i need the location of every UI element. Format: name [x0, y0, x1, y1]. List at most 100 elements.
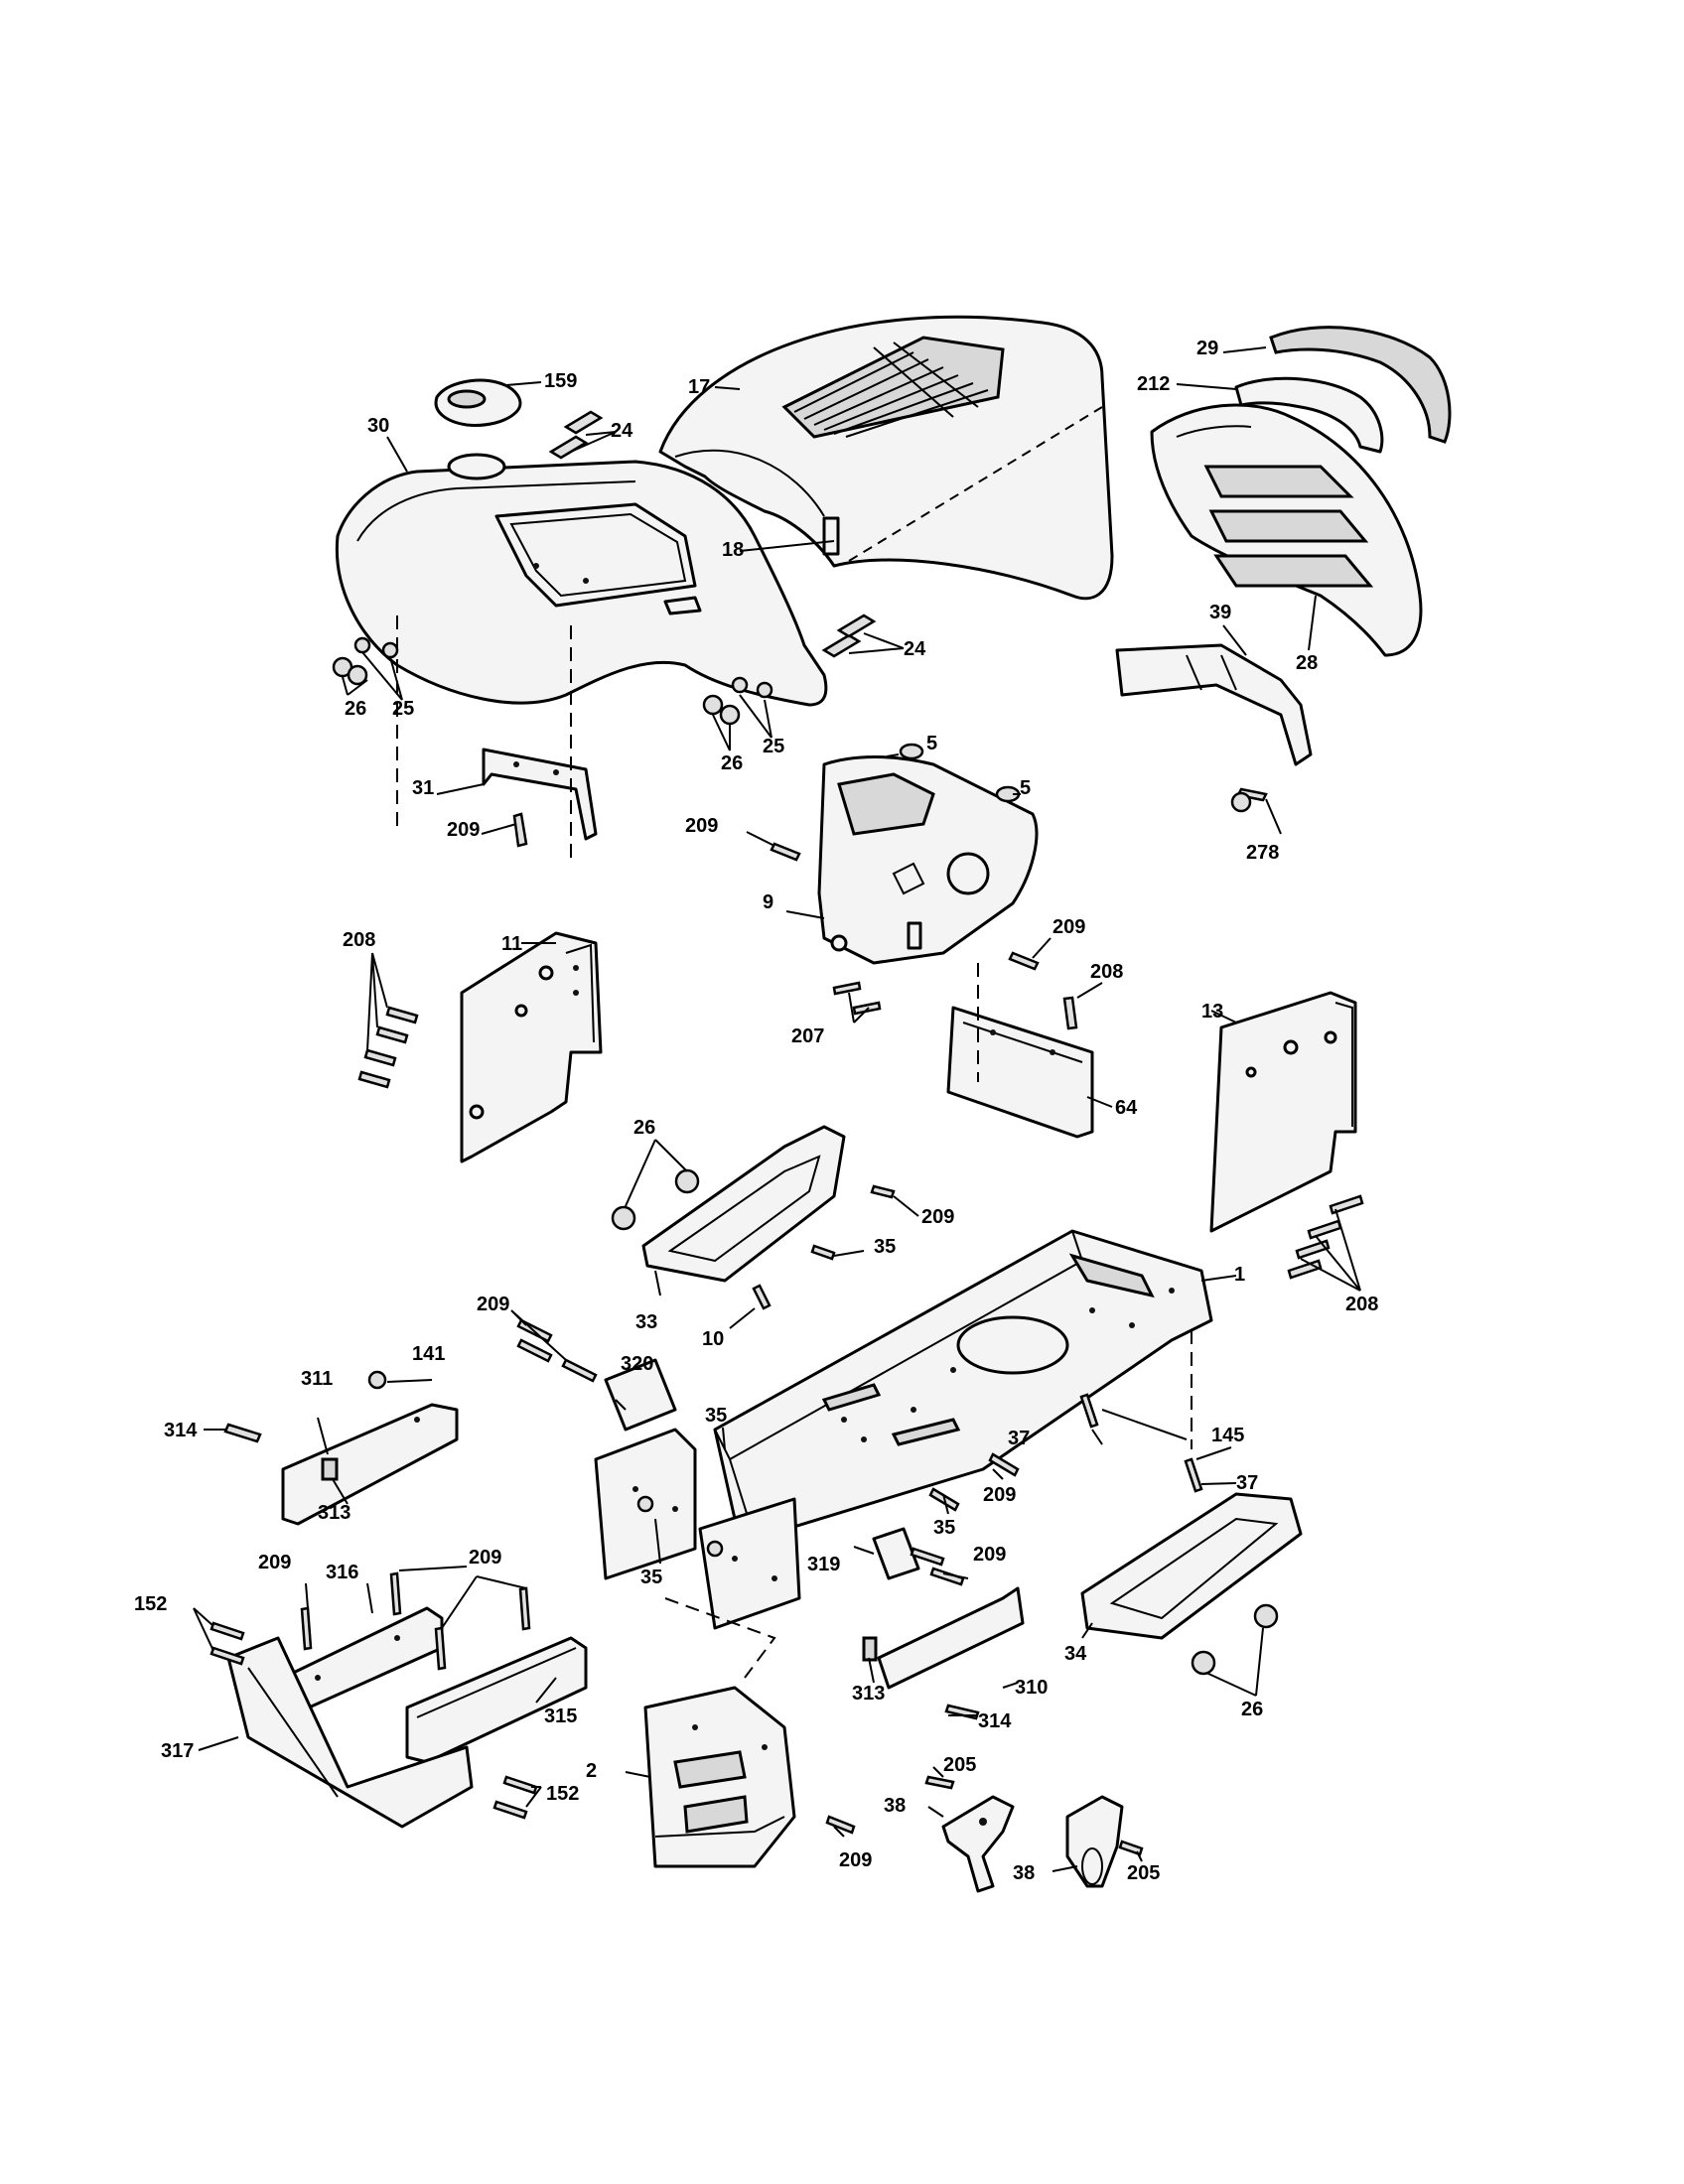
grille-part-28	[1150, 403, 1423, 657]
callout-316: 316	[326, 1562, 358, 1583]
callout-18: 18	[722, 539, 744, 561]
callout-labels: 17 29 212 28 159 24 30 18 24 26 25 26 25…	[134, 338, 1378, 1884]
callout-159: 159	[544, 370, 577, 392]
callout-205-left: 205	[943, 1754, 976, 1776]
callout-35-plate: 35	[705, 1405, 727, 1427]
shield-part-310	[862, 1586, 1025, 1720]
callout-31: 31	[412, 777, 434, 799]
callout-25-left: 25	[392, 698, 414, 720]
side-panel-part-13	[1209, 991, 1357, 1233]
callout-26-footrest34: 26	[1241, 1699, 1263, 1720]
callout-152-right: 152	[546, 1783, 579, 1805]
console-part-9	[770, 743, 1040, 1016]
hood-part-17	[658, 315, 1114, 601]
callout-1: 1	[1234, 1264, 1245, 1286]
cup-holder-part-159	[434, 378, 522, 427]
callout-209-console-left: 209	[685, 815, 718, 837]
callout-37-left: 37	[1008, 1428, 1030, 1449]
callout-145: 145	[1211, 1425, 1244, 1446]
callout-34: 34	[1064, 1643, 1087, 1665]
callout-205-right: 205	[1127, 1862, 1160, 1884]
callout-37-right: 37	[1236, 1472, 1258, 1494]
leader-lines	[193, 346, 1361, 1872]
callout-313-left: 313	[318, 1502, 351, 1524]
callout-29: 29	[1196, 338, 1218, 359]
grille-trim-part-29	[1269, 326, 1452, 444]
callout-313-right: 313	[852, 1683, 885, 1705]
bracket-part-64	[946, 963, 1094, 1139]
callout-320: 320	[621, 1353, 653, 1375]
callout-209-upper-left: 209	[477, 1294, 509, 1315]
callout-209-guard-right: 209	[469, 1547, 501, 1569]
callout-209-frame: 209	[983, 1484, 1016, 1506]
callout-315: 315	[544, 1706, 577, 1727]
plate-right	[698, 1497, 801, 1630]
shield-part-311	[223, 1370, 459, 1526]
footrest-part-33	[611, 1125, 896, 1310]
callout-39: 39	[1209, 602, 1231, 623]
main-frame-part-1	[713, 1229, 1213, 1541]
callout-208-right: 208	[1345, 1294, 1378, 1315]
callout-33: 33	[635, 1311, 657, 1333]
callout-152-left: 152	[134, 1593, 167, 1615]
callout-35-lower: 35	[640, 1567, 662, 1588]
callout-35-frame: 35	[933, 1517, 955, 1539]
callout-209-bracket: 209	[447, 819, 480, 841]
callout-209-footrest33: 209	[921, 1206, 954, 1228]
bracket-part-38-right	[1065, 1795, 1144, 1888]
callout-26-middle: 26	[721, 752, 743, 774]
bracket-part-38-left	[924, 1775, 1015, 1893]
callout-5-left: 5	[926, 733, 937, 754]
callout-310: 310	[1015, 1677, 1048, 1699]
hood-bumper-right	[822, 516, 840, 556]
callout-30: 30	[367, 415, 389, 437]
footrest-part-34	[1080, 1492, 1303, 1676]
callout-209-plate: 209	[973, 1544, 1006, 1566]
callout-38-left: 38	[884, 1795, 906, 1817]
callout-212: 212	[1137, 373, 1170, 395]
callout-319: 319	[807, 1554, 840, 1575]
side-panel-13-fasteners	[1287, 1194, 1364, 1280]
callout-141: 141	[412, 1343, 445, 1365]
side-panel-part-11	[460, 931, 603, 1163]
callout-38-right: 38	[1013, 1862, 1035, 1884]
callout-64: 64	[1115, 1097, 1138, 1119]
callout-314-right: 314	[978, 1710, 1012, 1732]
callout-10: 10	[702, 1328, 724, 1350]
callout-13: 13	[1201, 1001, 1223, 1023]
callout-26-left: 26	[345, 698, 366, 720]
callout-317: 317	[161, 1740, 194, 1762]
callout-17: 17	[688, 376, 710, 398]
callout-207: 207	[791, 1025, 824, 1047]
bracket-part-320	[604, 1358, 677, 1432]
callout-209-seat: 209	[839, 1849, 872, 1871]
callout-9: 9	[763, 891, 773, 913]
callout-28: 28	[1296, 652, 1318, 674]
bracket-part-39	[1115, 643, 1313, 813]
callout-24-right: 24	[904, 638, 926, 660]
seat-bracket-part-2	[643, 1597, 856, 1868]
callout-208-bracket64: 208	[1090, 961, 1123, 983]
callout-24-top: 24	[611, 420, 633, 442]
guard-part-315	[405, 1636, 588, 1764]
callout-208-left: 208	[343, 929, 375, 951]
dash-fasteners	[332, 410, 877, 726]
callout-314-left: 314	[164, 1420, 198, 1441]
callout-209-guard-left: 209	[258, 1552, 291, 1573]
callout-25-middle: 25	[763, 736, 784, 757]
guard-part-317	[210, 1621, 538, 1829]
callout-26-footrest33: 26	[633, 1117, 655, 1139]
callout-11: 11	[501, 933, 522, 955]
side-panel-11-fasteners	[357, 1006, 419, 1089]
hood-grille	[781, 336, 1005, 439]
dash-panel-part-30	[335, 453, 828, 707]
grille-insert-part-212	[1234, 376, 1384, 454]
callout-5-right: 5	[1020, 777, 1031, 799]
mount-plates	[516, 1318, 1203, 1630]
callout-209-console-right: 209	[1052, 916, 1085, 938]
callout-311: 311	[301, 1368, 333, 1390]
bracket-part-319	[872, 1527, 920, 1580]
bracket-part-31	[396, 615, 598, 864]
callout-278: 278	[1246, 842, 1279, 864]
